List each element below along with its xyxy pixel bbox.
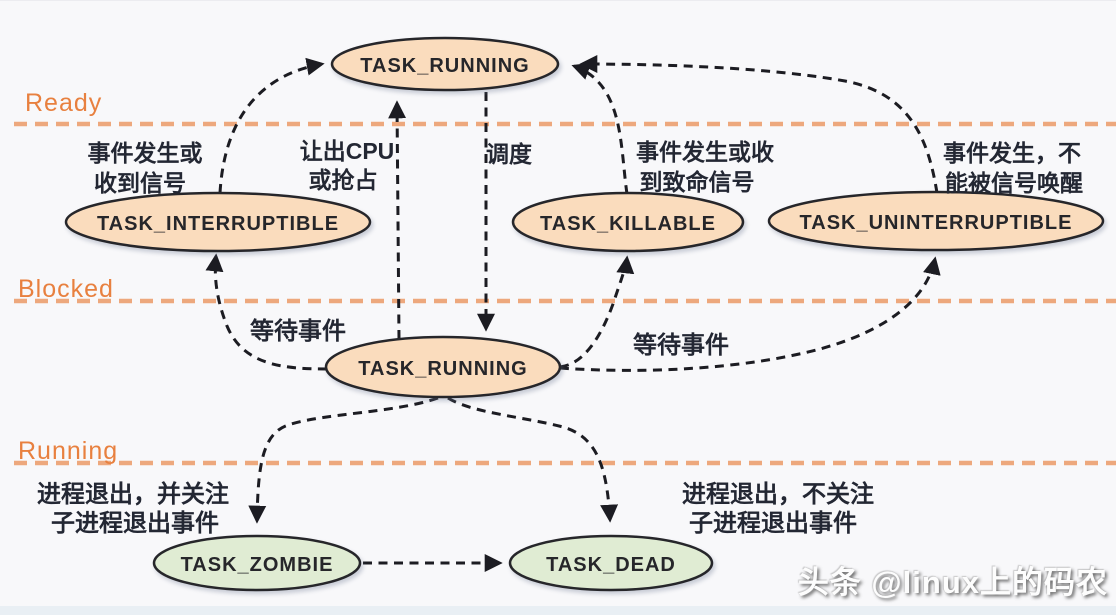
task-killable-ellipse [511, 191, 745, 253]
task-killable-label: TASK_KILLABLE [540, 213, 716, 235]
edge-exit-to-dead [447, 396, 619, 523]
task-running-mid-label: TASK_RUNNING [358, 358, 527, 380]
edge-wait-event-killable [559, 255, 635, 369]
state-node-task-zombie: TASK_ZOMBIE [152, 534, 362, 592]
edge-yield-cpu [388, 100, 407, 340]
state-node-task-dead: TASK_DEAD [508, 534, 714, 592]
task-zombie-label: TASK_ZOMBIE [181, 554, 334, 576]
edge-wait-event-interruptible [205, 253, 328, 371]
label-exit-watch-line1: 进程退出，并关注 [37, 480, 229, 508]
label-fatal-signal-line2: 到致命信号 [640, 169, 755, 195]
region-label-ready: Ready [25, 89, 102, 117]
edge-interruptible-to-running [218, 57, 325, 194]
label-exit-nowatch-line2: 子进程退出事件 [689, 510, 857, 537]
region-dividers [14, 121, 1116, 466]
label-wait-event-left: 等待事件 [250, 317, 346, 345]
label-fatal-signal-line1: 事件发生或收 [636, 139, 774, 165]
label-no-signal-wake-line2: 能被信号唤醒 [945, 170, 1083, 196]
region-label-blocked: Blocked [18, 275, 114, 303]
state-node-task-running-mid: TASK_RUNNING [324, 335, 562, 399]
task-interruptible-ellipse [64, 191, 372, 253]
label-wait-event-right: 等待事件 [633, 331, 729, 359]
label-no-signal-wake-line1: 事件发生，不 [943, 140, 1081, 166]
region-label-running: Running [18, 437, 118, 465]
state-node-task-running-top: TASK_RUNNING [330, 36, 560, 92]
label-yield-cpu-line2: 或抢占 [309, 167, 378, 193]
label-schedule: 调度 [486, 141, 533, 167]
state-node-task-killable: TASK_KILLABLE [511, 191, 745, 253]
transition-edges [205, 55, 941, 572]
watermark-text: 头条 @linux上的码农 [797, 565, 1108, 600]
edge-wait-event-uninterruptible [559, 256, 941, 372]
task-running-top-label: TASK_RUNNING [360, 55, 529, 77]
state-node-task-interruptible: TASK_INTERRUPTIBLE [64, 191, 372, 253]
label-event-or-signal-line1: 事件发生或 [88, 140, 203, 166]
task-uninterruptible-ellipse [767, 190, 1105, 252]
label-exit-watch-line2: 子进程退出事件 [51, 510, 219, 537]
task-uninterruptible-label: TASK_UNINTERRUPTIBLE [800, 212, 1073, 234]
state-node-task-uninterruptible: TASK_UNINTERRUPTIBLE [767, 190, 1105, 252]
edge-exit-to-zombie [248, 396, 439, 524]
edge-killable-to-running [571, 62, 629, 195]
edge-uninterruptible-to-running [579, 55, 939, 194]
task-running-top-ellipse [330, 36, 560, 92]
label-event-or-signal-line2: 收到信号 [94, 170, 186, 196]
task-interruptible-label: TASK_INTERRUPTIBLE [97, 213, 339, 235]
label-exit-nowatch-line1: 进程退出，不关注 [682, 480, 874, 508]
task-dead-ellipse [508, 534, 714, 592]
state-nodes: TASK_RUNNING TASK_INTERRUPTIBLE TASK_KIL… [64, 36, 1105, 592]
transition-labels: 事件发生或 收到信号 让出CPU 或抢占 调度 事件发生或收 到致命信号 事件发… [37, 138, 1083, 537]
bottom-edge-strip [0, 606, 1116, 615]
label-yield-cpu-line1: 让出CPU [300, 138, 395, 164]
task-zombie-ellipse [152, 534, 362, 592]
task-dead-label: TASK_DEAD [546, 554, 676, 576]
task-running-mid-ellipse [324, 335, 562, 399]
